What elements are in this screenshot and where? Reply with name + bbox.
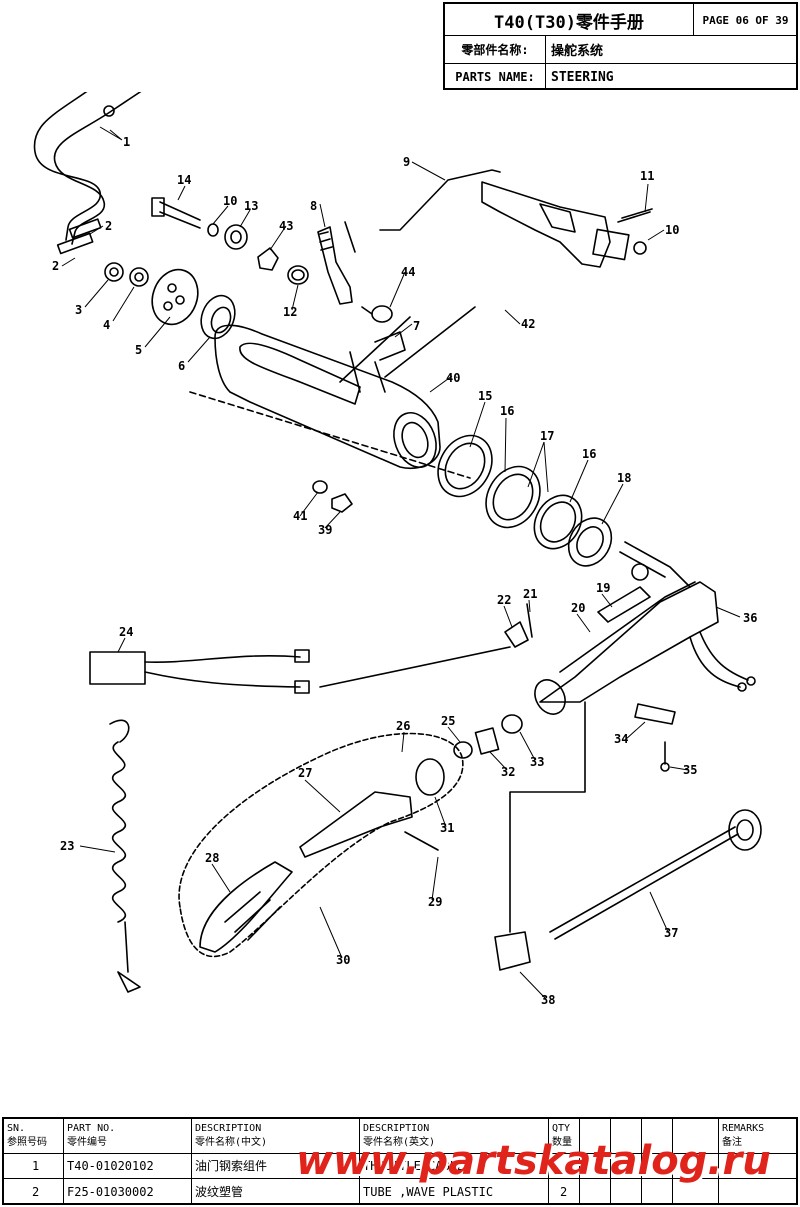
callout-4: 4 bbox=[103, 318, 110, 332]
callout-19: 19 bbox=[596, 581, 610, 595]
callout-20: 20 bbox=[571, 601, 585, 615]
callout-36: 36 bbox=[743, 611, 757, 625]
callout-39: 39 bbox=[318, 523, 332, 537]
callout-17: 17 bbox=[540, 429, 554, 443]
callout-37: 37 bbox=[664, 926, 678, 940]
title-block: T40(T30)零件手册 PAGE 06 OF 39 零部件名称: 操舵系统 P… bbox=[443, 2, 798, 90]
catalog-title: T40(T30)零件手册 bbox=[445, 4, 694, 36]
header-qty-cn: 数量 bbox=[552, 1137, 572, 1148]
callout-1: 1 bbox=[123, 135, 130, 149]
header-qty-en: QTY bbox=[552, 1123, 571, 1134]
callout-43: 43 bbox=[279, 219, 293, 233]
row-1-sn: 1 bbox=[32, 1159, 40, 1173]
header-desc-cn-en: DESCRIPTION bbox=[195, 1123, 262, 1134]
callout-44: 44 bbox=[401, 265, 415, 279]
callout-16a: 16 bbox=[500, 404, 514, 418]
row-1-desc-en: THROTTLE CABLE bbox=[363, 1159, 465, 1173]
name-cn-value: 操舵系统 bbox=[551, 44, 604, 59]
row-2-sn: 2 bbox=[32, 1185, 40, 1199]
callout-12: 12 bbox=[283, 305, 297, 319]
callout-24: 24 bbox=[119, 625, 133, 639]
header-part-cn: 零件编号 bbox=[67, 1137, 107, 1148]
watermark: www.partskatalog.ru bbox=[296, 1138, 771, 1184]
header-desc-en-en: DESCRIPTION bbox=[363, 1123, 430, 1134]
callout-7: 7 bbox=[413, 319, 420, 333]
title-row: T40(T30)零件手册 PAGE 06 OF 39 bbox=[445, 4, 796, 36]
callout-31: 31 bbox=[440, 821, 454, 835]
callout-18: 18 bbox=[617, 471, 631, 485]
callout-3: 3 bbox=[75, 303, 82, 317]
callout-35: 35 bbox=[683, 763, 697, 777]
callout-16b: 16 bbox=[582, 447, 596, 461]
callout-2a: 2 bbox=[105, 219, 112, 233]
callout-15: 15 bbox=[478, 389, 492, 403]
callout-32: 32 bbox=[501, 765, 515, 779]
row-1-desc-cn: 油门钢索组件 bbox=[195, 1159, 268, 1173]
callout-23: 23 bbox=[60, 839, 74, 853]
header-desc-cn-cn: 零件名称(中文) bbox=[195, 1137, 268, 1148]
callout-42: 42 bbox=[521, 317, 535, 331]
header-desc-en-cn: 零件名称(英文) bbox=[363, 1137, 436, 1148]
name-en-row: PARTS NAME: STEERING bbox=[445, 64, 796, 90]
callout-5: 5 bbox=[135, 343, 142, 357]
parts-table: SN. 参照号码 PART NO. 零件编号 DESCRIPTION 零件名称(… bbox=[2, 1117, 798, 1205]
callout-22: 22 bbox=[497, 593, 511, 607]
callout-8: 8 bbox=[310, 199, 317, 213]
header-sn-cn: 参照号码 bbox=[7, 1137, 47, 1148]
header-remarks-cn: 备注 bbox=[722, 1137, 742, 1148]
callout-30: 30 bbox=[336, 953, 350, 967]
callout-29: 29 bbox=[428, 895, 442, 909]
row-2-desc-en: TUBE ,WAVE PLASTIC bbox=[363, 1185, 494, 1199]
callout-14: 14 bbox=[177, 173, 191, 187]
callout-13: 13 bbox=[244, 199, 258, 213]
callout-26: 26 bbox=[396, 719, 410, 733]
header-remarks-en: REMARKS bbox=[722, 1123, 765, 1134]
row-2-part-no: F25-01030002 bbox=[67, 1185, 154, 1199]
row-2-qty: 2 bbox=[560, 1185, 568, 1199]
callout-34: 34 bbox=[614, 732, 628, 746]
callout-9: 9 bbox=[403, 155, 410, 169]
name-cn-label: 零部件名称: bbox=[445, 36, 546, 63]
callout-40: 40 bbox=[446, 371, 460, 385]
name-en-value: STEERING bbox=[551, 69, 614, 85]
callout-2b: 2 bbox=[52, 259, 59, 273]
callout-28: 28 bbox=[205, 851, 219, 865]
callout-25: 25 bbox=[441, 714, 455, 728]
header-sn-en: SN. bbox=[7, 1123, 26, 1134]
row-2-desc-cn: 波纹塑管 bbox=[195, 1185, 244, 1199]
throttle-cable-drawing bbox=[33, 92, 101, 241]
exploded-diagram: 1 2 2 3 4 5 6 7 8 9 10 10 11 12 13 14 15… bbox=[33, 92, 762, 1007]
page-number: PAGE 06 OF 39 bbox=[702, 13, 789, 27]
callout-27: 27 bbox=[298, 766, 312, 780]
name-cn-row: 零部件名称: 操舵系统 bbox=[445, 36, 796, 64]
row-1-part-no: T40-01020102 bbox=[67, 1159, 154, 1173]
callout-11: 11 bbox=[640, 169, 654, 183]
name-en-label: PARTS NAME: bbox=[445, 64, 546, 90]
callout-10a: 10 bbox=[223, 194, 237, 208]
header-part-en: PART NO. bbox=[67, 1123, 116, 1134]
callout-6: 6 bbox=[178, 359, 185, 373]
callout-33: 33 bbox=[530, 755, 544, 769]
callout-10b: 10 bbox=[665, 223, 679, 237]
callout-38: 38 bbox=[541, 993, 555, 1007]
callout-21: 21 bbox=[523, 587, 537, 601]
